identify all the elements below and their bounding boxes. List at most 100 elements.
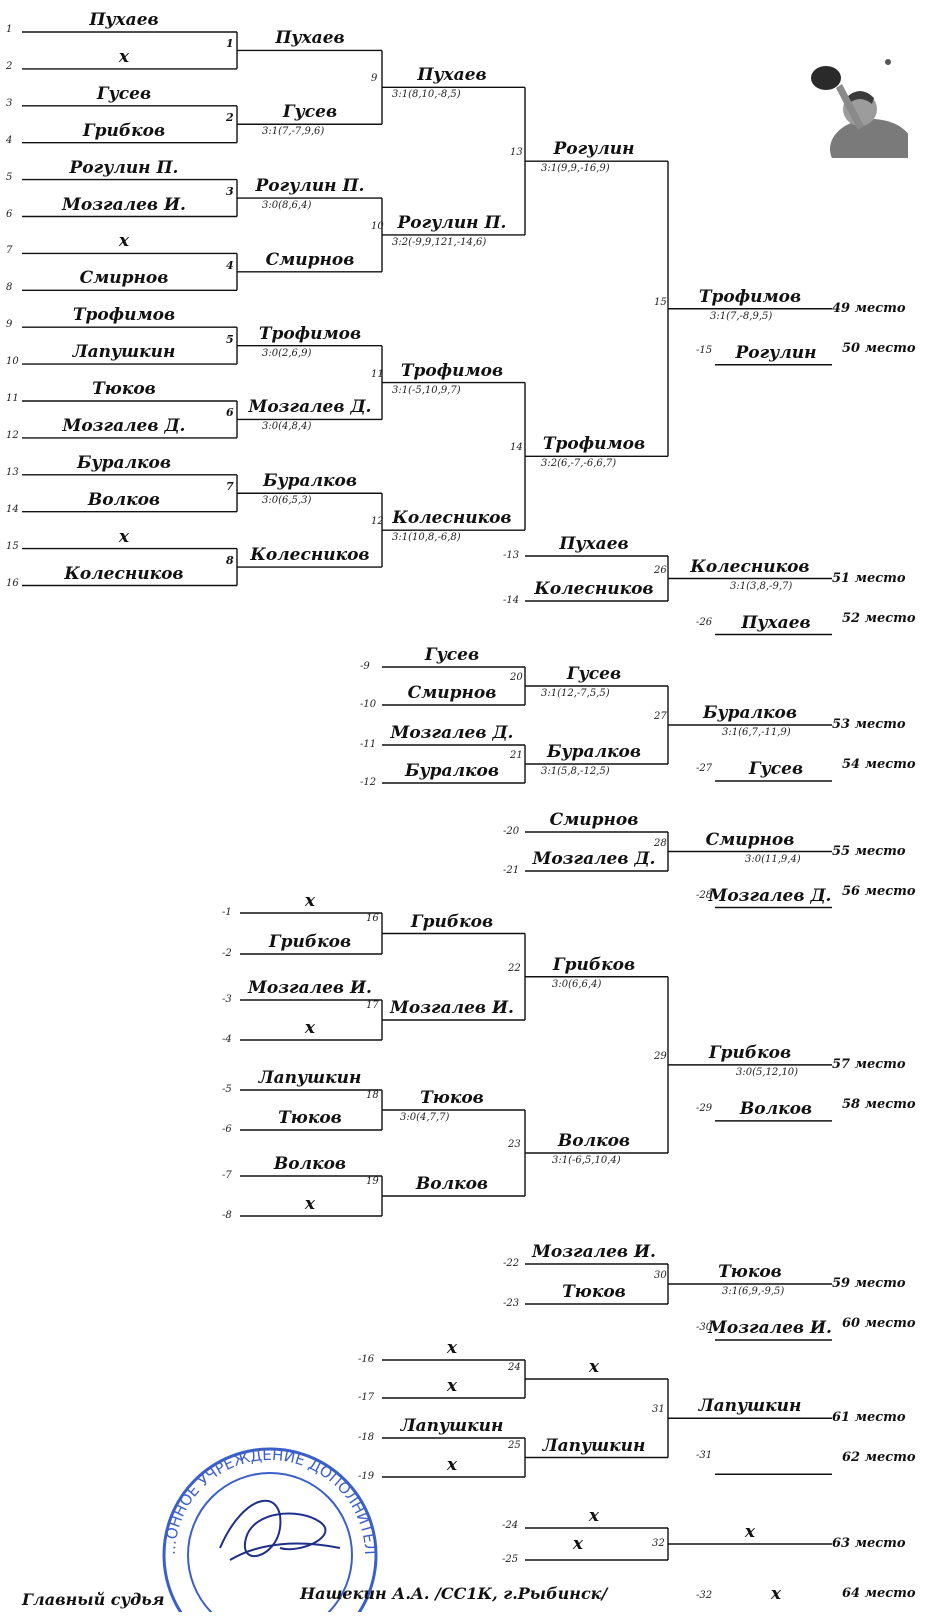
ref-number: -8 <box>222 1210 232 1221</box>
player-name: Грибков <box>82 120 166 141</box>
player-name: Мозгалев И. <box>532 1242 656 1262</box>
ref-number: -17 <box>358 1392 375 1403</box>
ref-number: -7 <box>222 1170 232 1181</box>
player-name: x <box>446 1455 458 1475</box>
stamp-text: …ОННОЕ УЧРЕЖДЕНИЕ ДОПОЛНИТЕЛЬ… …ТИВНАЯ Ш… <box>142 1416 379 1555</box>
match-number: 11 <box>371 368 384 380</box>
match-number: 8 <box>226 554 234 568</box>
place-label: 53 место <box>832 717 906 732</box>
winner-name: x <box>744 1522 756 1542</box>
loser-name: Пухаев <box>741 612 811 633</box>
winner-name: Смирнов <box>705 829 795 850</box>
place-label: 58 место <box>842 1096 916 1112</box>
player-name: Гусев <box>96 83 152 104</box>
ref-number: -3 <box>222 994 232 1005</box>
winner-name: x <box>588 1357 600 1377</box>
loser-name: Мозгалев Д. <box>708 885 832 906</box>
winner-name: Лапушкин <box>542 1435 646 1456</box>
player-name: Пухаев <box>559 534 629 554</box>
loser-ref: -28 <box>696 889 713 901</box>
match-number: 7 <box>226 480 234 494</box>
place-label: 60 место <box>842 1316 916 1331</box>
ref-number: -24 <box>502 1520 519 1531</box>
slot-number: 1 <box>6 24 13 35</box>
match-score: 3:1(6,7,-11,9) <box>722 727 791 738</box>
match-number: 21 <box>510 750 523 761</box>
player-name: x <box>304 891 316 911</box>
player-name: Мозгалев Д. <box>532 849 656 869</box>
place-label: 64 место <box>842 1586 916 1601</box>
ref-number: -21 <box>503 865 520 876</box>
player-name: Буралков <box>76 452 172 473</box>
ref-number: -9 <box>360 661 370 672</box>
winner-name: Буралков <box>262 471 358 492</box>
player-name: Тюков <box>562 1282 626 1302</box>
slot-number: 5 <box>6 171 13 183</box>
player-name: Смирнов <box>407 683 497 703</box>
match-number: 5 <box>226 332 234 346</box>
winner-name: Мозгалев Д. <box>248 397 372 418</box>
ref-number: -5 <box>222 1084 232 1095</box>
player-name: x <box>304 1018 316 1038</box>
player-name: Мозгалев И. <box>248 978 372 998</box>
match-score: 3:0(4,7,7) <box>400 1112 450 1123</box>
winner-name: Трофимов <box>258 323 362 344</box>
slot-number: 11 <box>6 393 19 404</box>
place-label: 54 место <box>842 757 916 772</box>
player-name: Рогулин П. <box>69 157 179 178</box>
match-number: 32 <box>652 1538 665 1549</box>
place-label: 50 место <box>842 340 916 356</box>
match-number: 12 <box>371 516 384 528</box>
winner-name: Грибков <box>708 1042 792 1063</box>
match-number: 22 <box>508 962 521 974</box>
match-score: 3:2(6,-7,-6,6,7) <box>541 458 617 470</box>
winner-name: Буралков <box>702 703 798 723</box>
winner-name: Рогулин <box>553 139 635 160</box>
loser-ref: -26 <box>696 616 713 628</box>
match-score: 3:0(6,6,4) <box>552 978 602 990</box>
slot-number: 4 <box>6 134 13 146</box>
slot-number: 3 <box>6 97 13 109</box>
winner-name: Рогулин П. <box>255 176 365 197</box>
match-number: 30 <box>654 1270 667 1281</box>
place-label: 51 место <box>832 570 906 586</box>
match-number: 24 <box>508 1362 521 1373</box>
match-number: 14 <box>510 442 523 454</box>
match-number: 1 <box>226 37 234 51</box>
player-name: Мозгалев Д. <box>390 723 514 743</box>
place-label: 56 место <box>842 883 916 899</box>
match-number: 15 <box>654 296 667 308</box>
place-label: 59 место <box>832 1276 906 1291</box>
chief-judge-label: Главный судья <box>22 1590 165 1609</box>
match-number: 20 <box>510 672 523 683</box>
match-number: 13 <box>510 147 523 159</box>
player-name: Пухаев <box>89 10 159 30</box>
round-stamp: …ОННОЕ УЧРЕЖДЕНИЕ ДОПОЛНИТЕЛЬ… …ТИВНАЯ Ш… <box>142 1416 385 1617</box>
player-name: Мозгалев И. <box>62 194 186 215</box>
player-name: Гусев <box>424 645 480 665</box>
slot-number: 2 <box>6 60 13 72</box>
match-number: 16 <box>366 913 379 924</box>
player-name: Трофимов <box>72 305 176 326</box>
place-label: 52 место <box>842 610 916 626</box>
loser-ref: -15 <box>696 344 713 356</box>
player-name: Смирнов <box>79 268 169 289</box>
match-number: 28 <box>654 837 667 849</box>
slot-number: 12 <box>6 429 19 441</box>
match-score: 3:2(-9,9,121,-14,6) <box>392 236 487 248</box>
winner-name: Колесников <box>690 556 810 577</box>
player-name: Лапушкин <box>400 1416 504 1436</box>
match-score: 3:1(3,8,-9,7) <box>730 580 793 592</box>
winner-name: Трофимов <box>400 360 504 381</box>
ref-number: -1 <box>222 907 232 918</box>
ref-number: -16 <box>358 1354 375 1365</box>
ref-number: -14 <box>503 595 520 606</box>
match-number: 31 <box>652 1404 665 1416</box>
winner-name: Трофимов <box>542 434 646 455</box>
ref-number: -2 <box>222 948 232 959</box>
ref-number: -10 <box>360 699 377 710</box>
slot-number: 8 <box>6 282 13 294</box>
place-label: 55 место <box>832 843 906 859</box>
winner-name: Рогулин П. <box>397 212 507 233</box>
slot-number: 15 <box>6 540 19 552</box>
